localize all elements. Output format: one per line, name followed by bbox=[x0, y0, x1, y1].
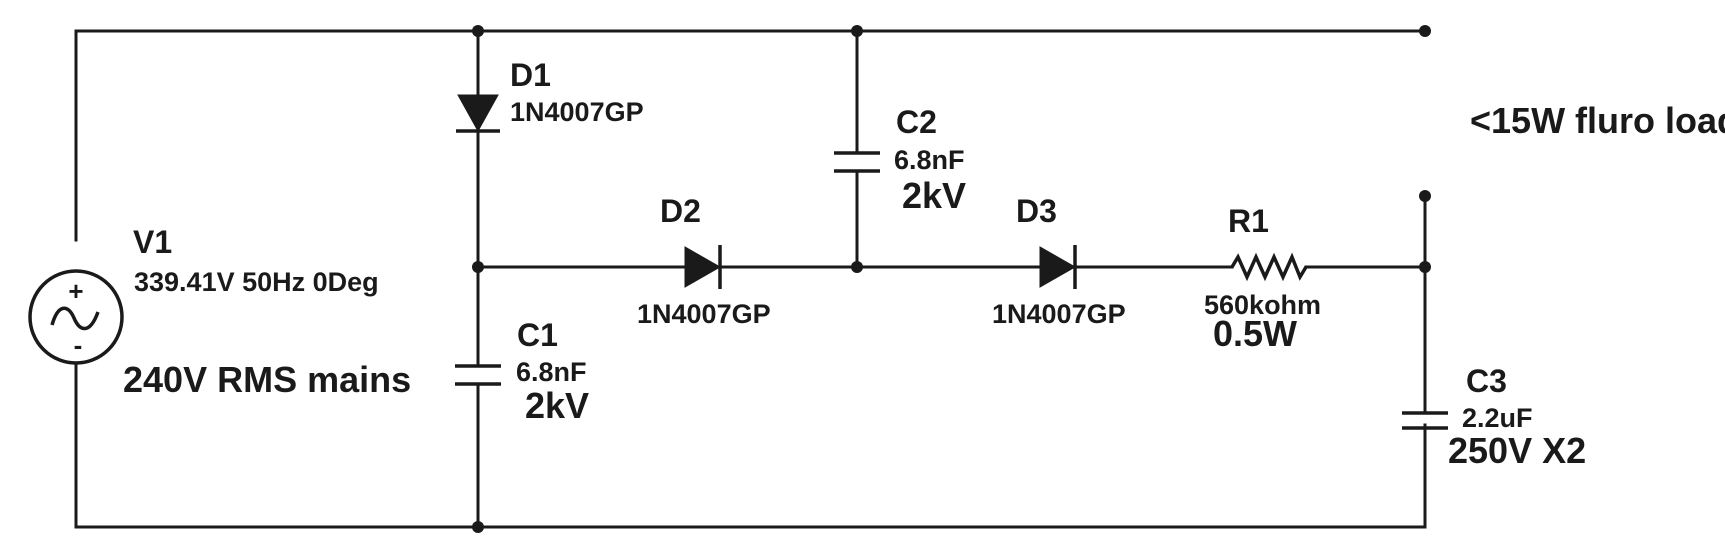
junction-dot bbox=[472, 261, 484, 273]
wires bbox=[74, 29, 1427, 529]
diode-d2-ref: D2 bbox=[660, 193, 701, 229]
capacitor-c3-rating: 250V X2 bbox=[1448, 430, 1586, 471]
diode-d2: D2 1N4007GP bbox=[637, 193, 771, 329]
load-label: <15W fluro load bbox=[1470, 100, 1725, 141]
diode-d1: D1 1N4007GP bbox=[456, 57, 644, 133]
resistor-r1-value: 560kohm bbox=[1204, 290, 1321, 320]
resistor-r1-zigzag bbox=[1230, 252, 1308, 282]
wire-bottom-left bbox=[74, 362, 480, 529]
junction-dot bbox=[472, 25, 484, 37]
junction-dot bbox=[1419, 261, 1431, 273]
capacitor-c3: C3 2.2uF 250V X2 bbox=[1402, 363, 1586, 471]
terminal-dot bbox=[1419, 190, 1431, 202]
capacitor-c1: C1 6.8nF 2kV bbox=[455, 317, 589, 426]
wire-top-left bbox=[74, 29, 480, 242]
capacitor-c1-ref: C1 bbox=[517, 317, 558, 353]
diode-d3-triangle bbox=[1039, 246, 1077, 288]
capacitor-c2-ref: C2 bbox=[896, 104, 937, 140]
diode-d1-part: 1N4007GP bbox=[510, 97, 644, 127]
junction-dot bbox=[851, 261, 863, 273]
resistor-r1-ref: R1 bbox=[1228, 203, 1269, 239]
ac-source-circle bbox=[28, 269, 124, 365]
capacitor-c2-rating: 2kV bbox=[902, 175, 966, 216]
diode-d1-ref: D1 bbox=[510, 57, 551, 93]
capacitor-c3-ref: C3 bbox=[1466, 363, 1507, 399]
diode-d2-part: 1N4007GP bbox=[637, 299, 771, 329]
junctions bbox=[472, 25, 1431, 533]
wire-bottom-right bbox=[476, 423, 1427, 529]
capacitor-c2: C2 6.8nF 2kV bbox=[834, 104, 966, 216]
diode-d3: D3 1N4007GP bbox=[992, 193, 1126, 329]
source-minus-sign: - bbox=[74, 330, 83, 360]
source-description-label: 240V RMS mains bbox=[123, 359, 411, 400]
source-plus-sign: + bbox=[68, 276, 83, 306]
diode-d3-ref: D3 bbox=[1016, 193, 1057, 229]
resistor-r1-rating: 0.5W bbox=[1213, 313, 1297, 354]
ac-source-v1: + - V1 339.41V 50Hz 0Deg 240V RMS mains bbox=[28, 224, 411, 400]
junction-dot bbox=[472, 521, 484, 533]
sine-wave-icon bbox=[50, 306, 100, 331]
junction-dot bbox=[851, 25, 863, 37]
source-value-label: 339.41V 50Hz 0Deg bbox=[134, 267, 379, 297]
capacitor-c2-value: 6.8nF bbox=[894, 145, 965, 175]
diode-d1-triangle bbox=[457, 94, 499, 133]
capacitor-c1-value: 6.8nF bbox=[516, 357, 587, 387]
diode-d3-part: 1N4007GP bbox=[992, 299, 1126, 329]
source-ref-label: V1 bbox=[133, 224, 172, 260]
diode-d2-triangle bbox=[684, 246, 722, 288]
capacitor-c1-rating: 2kV bbox=[525, 385, 589, 426]
terminal-dot bbox=[1419, 25, 1431, 37]
resistor-r1: R1 560kohm 0.5W bbox=[1204, 203, 1321, 354]
capacitor-c3-value: 2.2uF bbox=[1462, 403, 1533, 433]
